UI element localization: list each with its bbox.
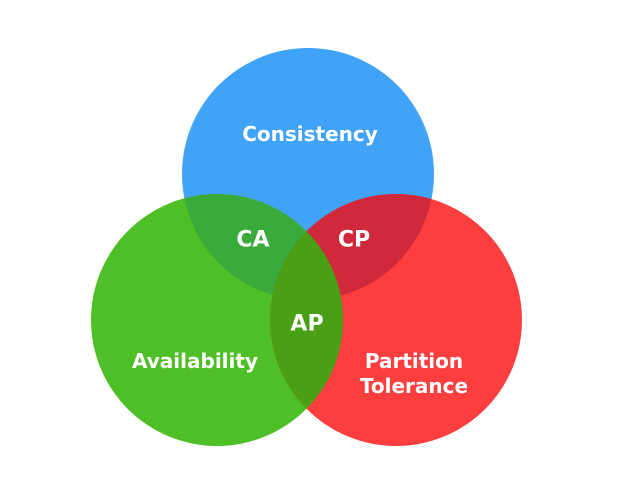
- ca-intersection: [182, 194, 343, 300]
- cp-label: CP: [338, 228, 370, 253]
- partition-label: Partition: [365, 349, 463, 373]
- consistency-label: Consistency: [242, 122, 378, 146]
- cp-intersection: [270, 194, 434, 300]
- ca-label: CA: [236, 228, 269, 253]
- tolerance-label: Tolerance: [360, 374, 468, 398]
- ap-label: AP: [290, 312, 323, 337]
- availability-label: Availability: [132, 349, 258, 373]
